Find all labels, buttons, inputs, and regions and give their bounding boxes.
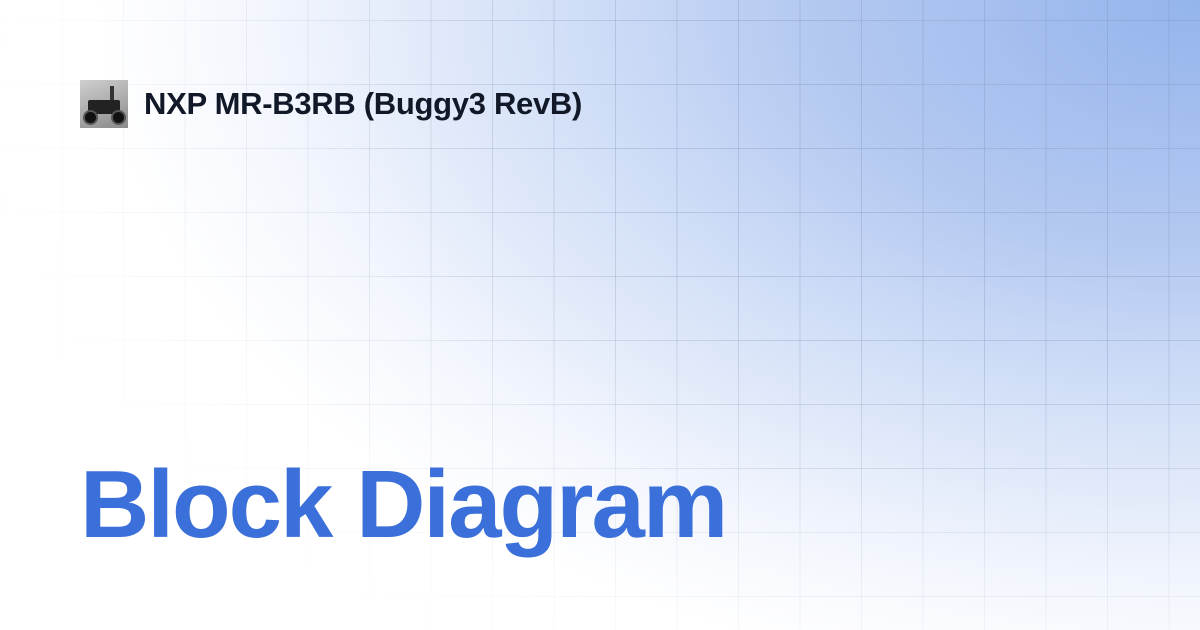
page-heading: Block Diagram	[80, 451, 728, 558]
header: NXP MR-B3RB (Buggy3 RevB)	[80, 80, 582, 128]
buggy-thumbnail-icon	[80, 80, 128, 128]
product-title: NXP MR-B3RB (Buggy3 RevB)	[144, 86, 583, 121]
